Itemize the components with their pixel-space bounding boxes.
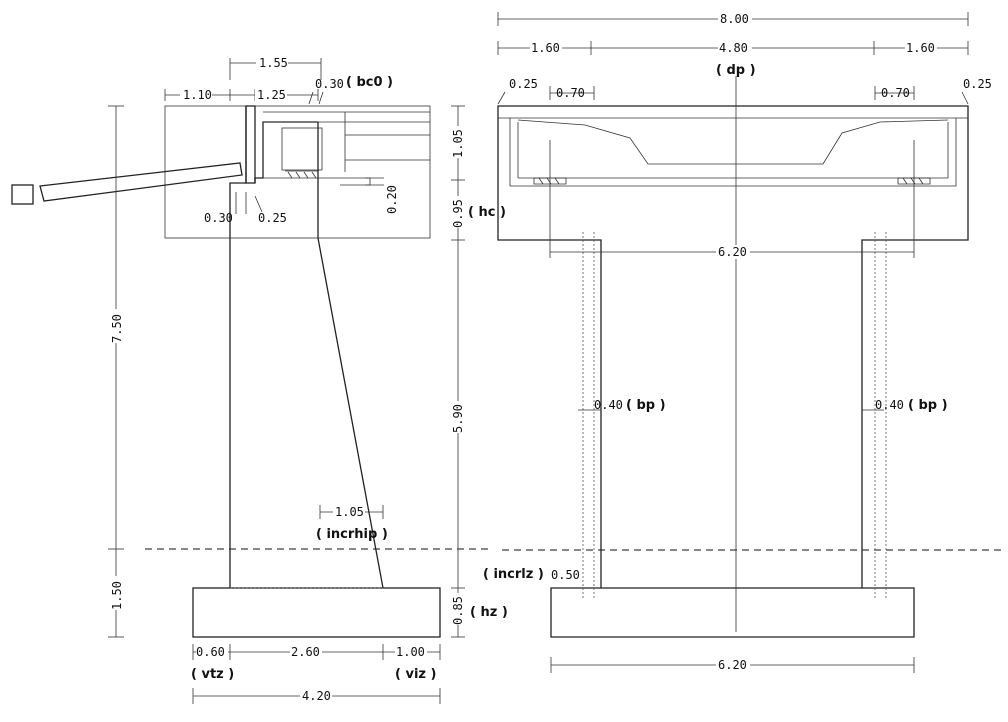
pier-dimensions: 8.00 1.60 4.80 1.60 ( dp ) 0.25 0.25 0.7… (451, 12, 992, 673)
dim-mid: 2.60 (291, 645, 320, 659)
dim-corbel-a: 0.30 (204, 211, 233, 225)
deck-webs (517, 122, 949, 178)
dim-bearing-right: 0.70 (881, 86, 910, 100)
dim-toe: 0.60 (196, 645, 225, 659)
label-bp-right: ( bp ) (908, 398, 948, 413)
dim-edge-right: 0.25 (963, 77, 992, 91)
dim-incrlz: 0.50 (551, 568, 580, 582)
girder-block (281, 127, 323, 171)
dim-right: 1.60 (906, 41, 935, 55)
dim-footing-width: 4.20 (302, 689, 331, 703)
dim-cap-width: 6.20 (718, 245, 747, 259)
abutment-footing (192, 587, 441, 638)
label-hc: ( hc ) (468, 205, 506, 220)
abutment-seat-outline (254, 121, 318, 183)
abutment-section (11, 105, 441, 638)
dim-height-upper: 1.05 (451, 129, 465, 158)
abutment-stem-back (317, 122, 384, 589)
dim-cap: 0.95 (451, 199, 465, 228)
dim-left-part: 1.10 (183, 88, 212, 102)
label-hz: ( hz ) (470, 605, 508, 620)
label-incrhip: ( incrhip ) (316, 527, 388, 542)
label-dp: ( dp ) (716, 63, 756, 78)
pier-section (497, 76, 969, 638)
deck-inner (509, 118, 957, 187)
dim-column-height: 5.90 (451, 404, 465, 433)
label-bp-left: ( bp ) (626, 398, 666, 413)
dim-back-wall: 0.30 (315, 77, 344, 91)
label-vtz: ( vtz ) (191, 667, 234, 682)
deck-soffit (517, 119, 949, 165)
dim-base-width: 6.20 (718, 658, 747, 672)
bearing-seat (263, 170, 371, 186)
pier-wall-right-hidden (874, 232, 887, 600)
dim-heel: 1.00 (396, 645, 425, 659)
label-bc0: ( bc0 ) (346, 75, 393, 90)
dim-edge-left: 0.25 (509, 77, 538, 91)
bearing-right (897, 177, 931, 185)
dim-seat-step: 0.20 (385, 185, 399, 214)
dim-back-top: 1.55 (259, 56, 288, 70)
label-incrlz: ( incrlz ) (483, 567, 544, 582)
dim-bearing-left: 0.70 (556, 86, 585, 100)
dim-total-width: 8.00 (720, 12, 749, 26)
abutment-dimensions: 1.55 0.30 ( bc0 ) 1.10 1.25 7.50 1.50 0.… (108, 55, 441, 704)
dim-left: 1.60 (531, 41, 560, 55)
dim-corbel-b: 0.25 (258, 211, 287, 225)
approach-slab (39, 162, 243, 202)
label-viz: ( viz ) (395, 667, 436, 682)
dim-center: 4.80 (719, 41, 748, 55)
approach-slab-end (11, 184, 34, 205)
dim-incrhip: 1.05 (335, 505, 364, 519)
pier-wall-left-hidden (582, 232, 595, 600)
abutment-parapet (245, 105, 256, 184)
bearing-left (533, 177, 567, 185)
bearing-pad (287, 171, 317, 179)
dim-total-height: 7.50 (110, 314, 124, 343)
dim-footing: 0.85 (451, 596, 465, 625)
dim-wall-right: 0.40 (875, 398, 904, 412)
dim-wall-left: 0.40 (594, 398, 623, 412)
girder-end (263, 111, 430, 172)
dim-footing-height: 1.50 (110, 581, 124, 610)
dim-seat: 1.25 (257, 88, 286, 102)
pier-outline (497, 105, 969, 638)
